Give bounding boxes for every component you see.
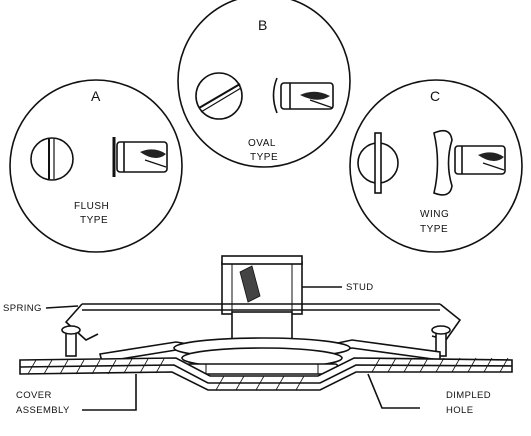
detail-c-caption-1: WING: [420, 209, 449, 220]
rivet-left: [61, 325, 81, 357]
dimpled-hole-label-2: HOLE: [446, 405, 473, 416]
grommet: [173, 337, 351, 375]
detail-a-caption-1: FLUSH: [74, 201, 109, 212]
detail-a-circle: [9, 79, 183, 253]
assembly-cross-section: STUD SPRING COVER ASSEMBLY DIMPLED HOLE: [3, 255, 513, 416]
stud-label: STUD: [346, 282, 373, 293]
leader-lines: [45, 286, 420, 411]
wing-head-edge-view: [357, 132, 399, 194]
detail-b-oval-type: B OVAL TYPE: [177, 0, 351, 168]
cover-assembly-label-2: ASSEMBLY: [16, 405, 70, 416]
detail-b-letter: B: [258, 17, 267, 33]
detail-a-flush-type: A FLUSH TYPE: [9, 79, 183, 253]
detail-a-caption-2: TYPE: [80, 215, 108, 226]
detail-b-circle: [177, 0, 351, 168]
cover-sheet: [19, 357, 513, 391]
detail-b-caption-2: TYPE: [250, 152, 278, 163]
detail-b-caption-1: OVAL: [248, 138, 276, 149]
oval-head-top-view: [195, 72, 243, 120]
dimpled-hole-label-1: DIMPLED: [446, 390, 491, 401]
wing-stud-side-view: [433, 129, 506, 196]
flush-stud-side-view: [112, 137, 168, 177]
detail-c-caption-2: TYPE: [420, 224, 448, 235]
cover-assembly-label-1: COVER: [16, 390, 52, 401]
oval-stud-side-view: [272, 77, 334, 114]
detail-a-letter: A: [91, 88, 101, 104]
rivet-right: [431, 325, 451, 357]
stud-body: [221, 255, 303, 343]
detail-c-letter: C: [430, 88, 440, 104]
detail-c-wing-type: C WING TYPE: [349, 79, 523, 253]
flush-head-top-view: [30, 137, 74, 181]
spring-label: SPRING: [3, 303, 42, 314]
detail-c-circle: [349, 79, 523, 253]
